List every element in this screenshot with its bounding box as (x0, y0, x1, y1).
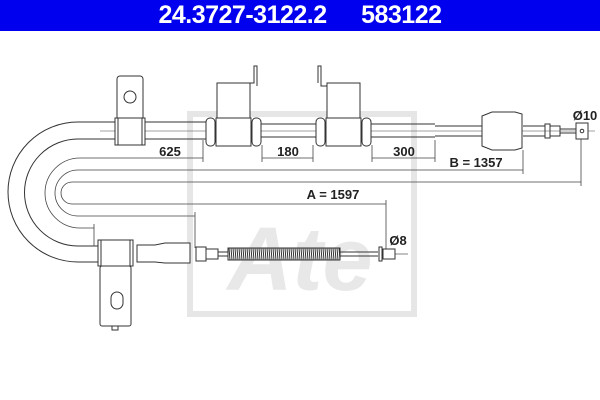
dimension-625: 625 (159, 144, 181, 159)
dimension-b: B = 1357 (449, 155, 502, 170)
bottom-end-fitting (136, 242, 228, 264)
cable-conduit (7, 121, 482, 263)
return-spring (227, 247, 341, 261)
dimension-180: 180 (277, 144, 299, 159)
top-end-fitting (481, 111, 589, 151)
bottom-mounting-bracket (97, 239, 134, 331)
title-bar: 24.3727-3122.2 583122 (0, 0, 600, 31)
article-number: 583122 (361, 1, 442, 29)
cable-clip-3 (315, 65, 372, 147)
dimension-a: A = 1597 (307, 187, 360, 202)
diameter-bottom-end: Ø8 (389, 233, 406, 248)
diameter-top-end: Ø10 (573, 108, 598, 123)
part-number: 24.3727-3122.2 (158, 1, 327, 29)
bottom-end-nipple (340, 246, 408, 262)
cable-clip-2 (205, 65, 262, 147)
mounting-bracket-1 (114, 75, 146, 146)
dimension-300: 300 (393, 144, 415, 159)
